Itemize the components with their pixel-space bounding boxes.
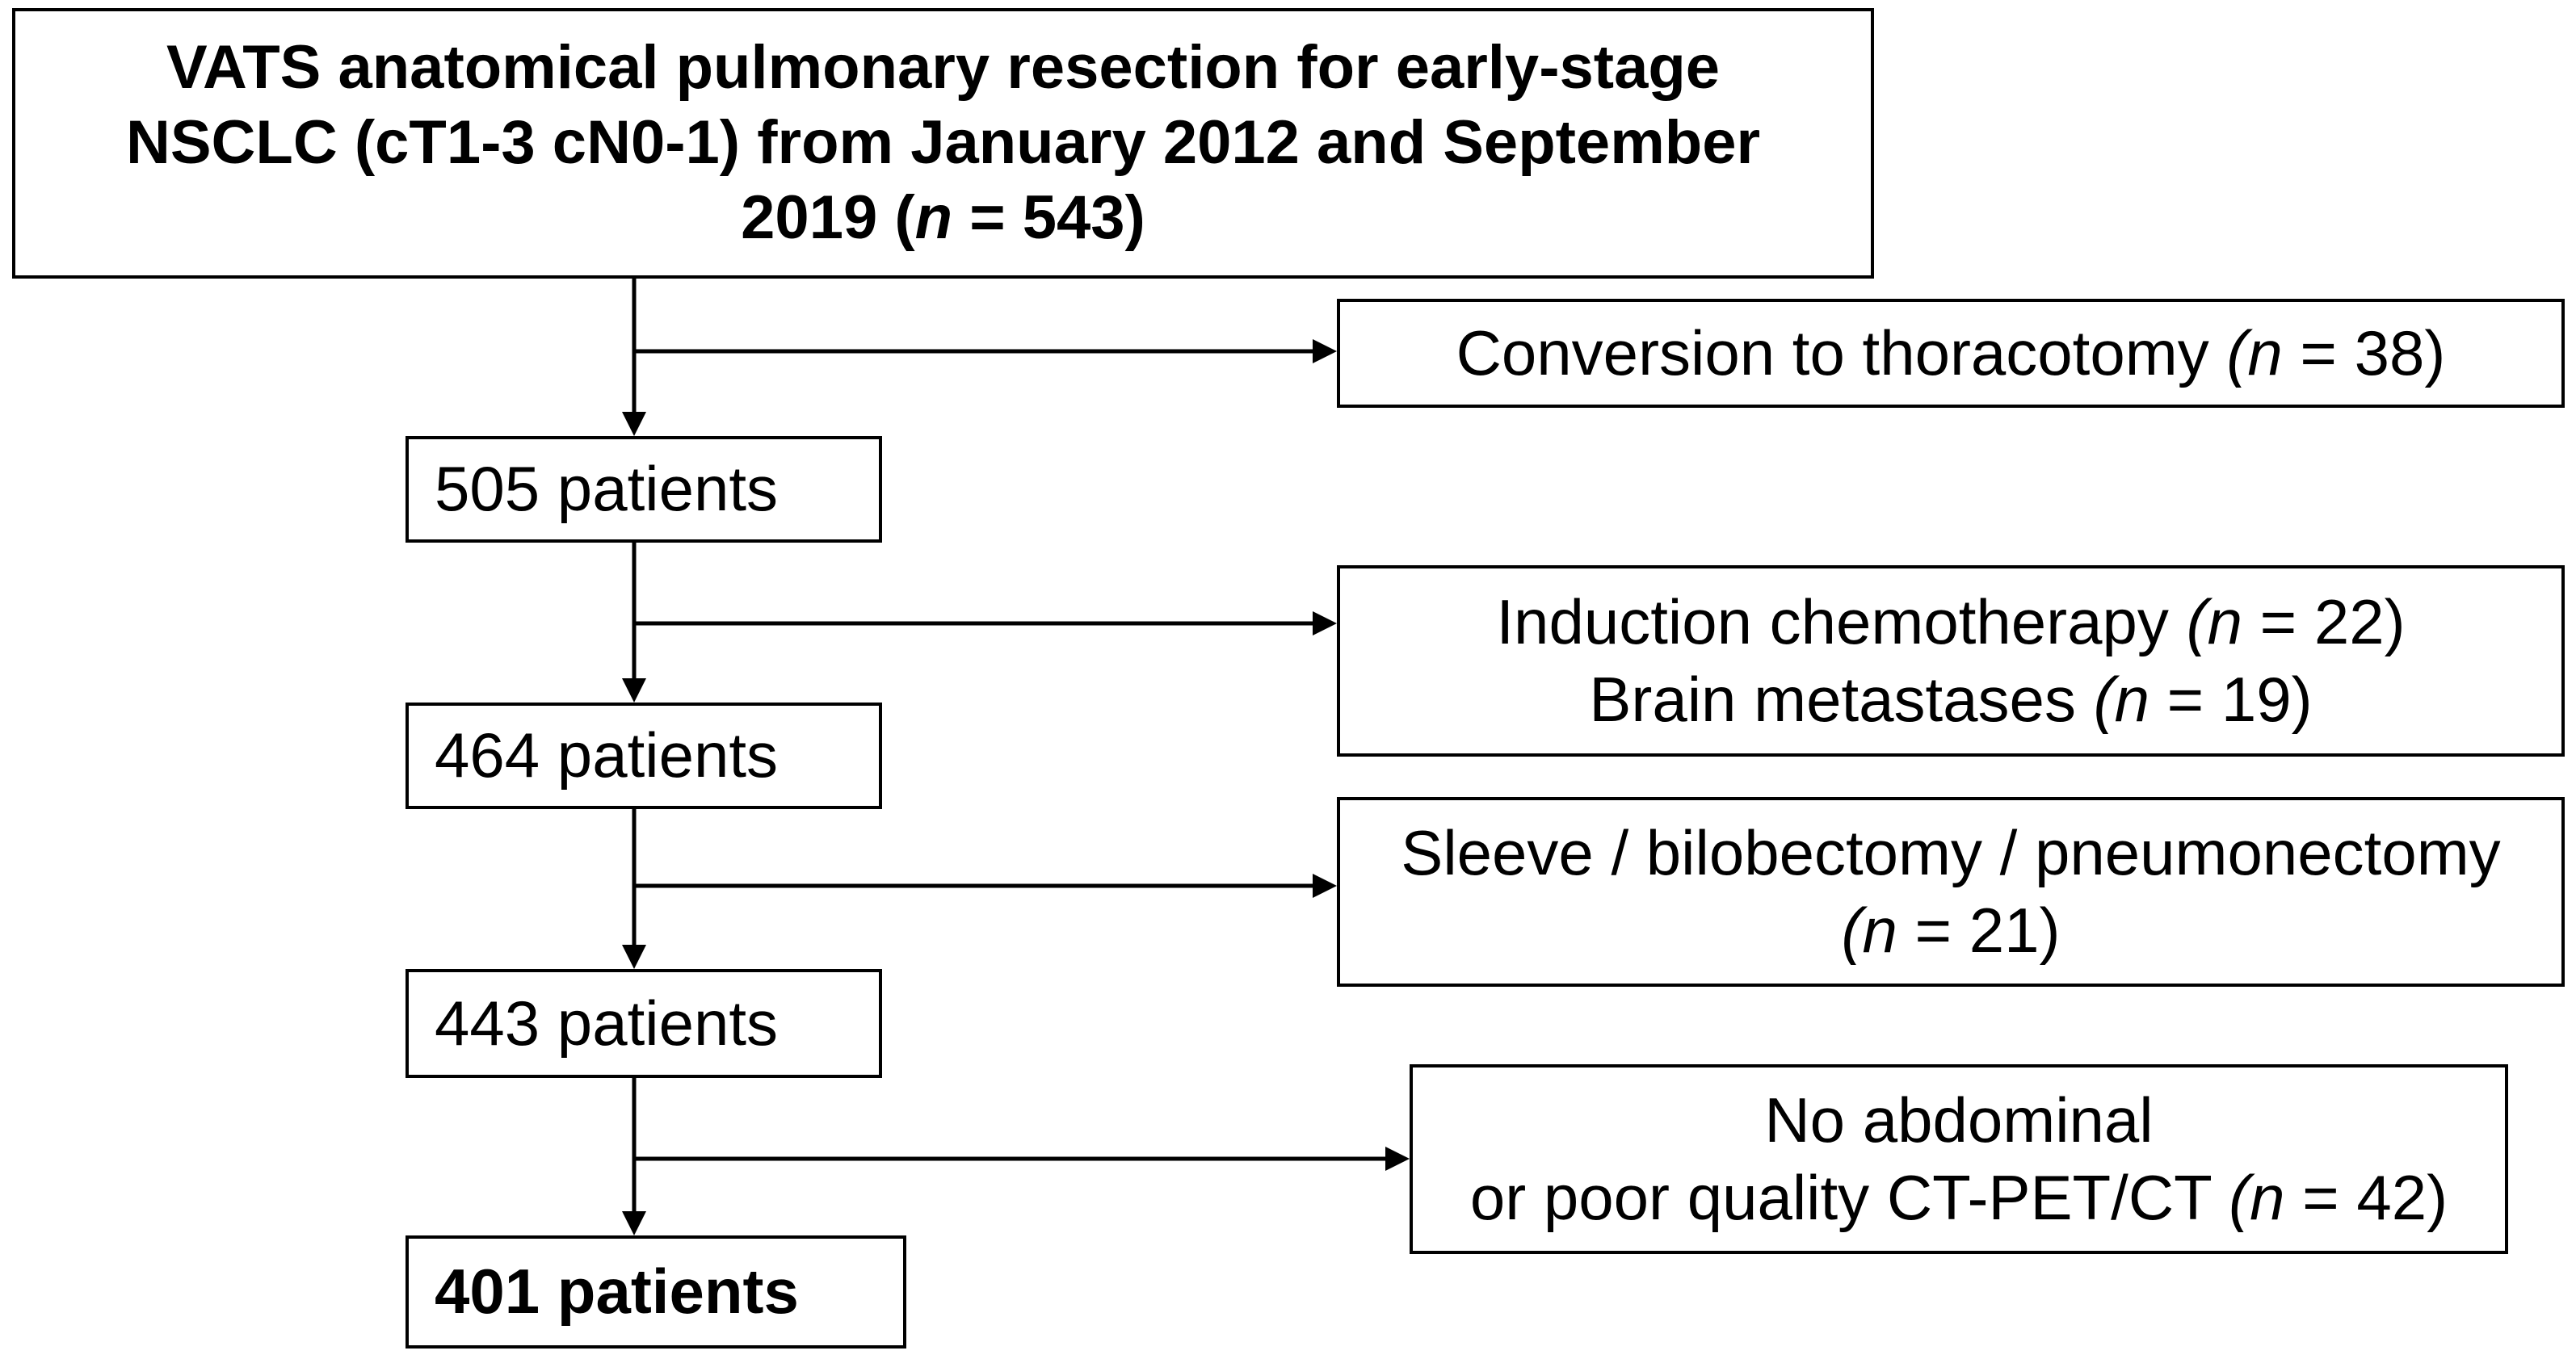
eligibility-line-2: NSCLC (cT1-3 cN0-1) from January 2012 an… [125,108,1761,178]
exclusion-line: Conversion to thoracotomy (n = 38) [1456,317,2446,388]
eligibility-line-1: VATS anatomical pulmonary resection for … [166,33,1721,103]
eligibility-box: VATS anatomical pulmonary resection for … [12,8,1874,279]
flow-label-final: 401 patients [435,1256,799,1328]
eligibility-line-3: 2019 (n = 543) [741,182,1145,252]
flow-box-464: 464 patients [406,703,882,809]
flow-label: 464 patients [435,719,779,791]
arrowhead-down-4 [622,1211,646,1235]
flow-label: 505 patients [435,453,779,525]
exclusion-line: No abdominal [1764,1084,2154,1156]
exclusion-line: Brain metastases (n = 19) [1589,663,2313,735]
exclusion-line: (n = 21) [1841,894,2061,966]
exclusion-line: Induction chemotherapy (n = 22) [1496,586,2406,658]
arrowhead-right-4 [1385,1147,1410,1171]
arrowhead-down-1 [622,412,646,436]
flow-box-443: 443 patients [406,969,882,1078]
arrowhead-right-3 [1313,874,1337,898]
exclusion-line: or poor quality CT-PET/CT (n = 42) [1469,1161,2448,1233]
exclusion-box-ct: No abdominal or poor quality CT-PET/CT (… [1410,1064,2508,1254]
arrowhead-down-3 [622,945,646,969]
flow-box-505: 505 patients [406,436,882,543]
arrowhead-right-2 [1313,611,1337,635]
exclusion-box-conversion: Conversion to thoracotomy (n = 38) [1337,299,2565,408]
arrowhead-down-2 [622,678,646,703]
exclusion-box-sleeve: Sleeve / bilobectomy / pneumonectomy (n … [1337,797,2565,987]
exclusion-line: Sleeve / bilobectomy / pneumonectomy [1401,817,2501,889]
arrowhead-right-1 [1313,339,1337,363]
flow-label: 443 patients [435,987,779,1059]
exclusion-box-induction-brain: Induction chemotherapy (n = 22) Brain me… [1337,565,2565,757]
flow-box-401-final: 401 patients [406,1235,906,1349]
